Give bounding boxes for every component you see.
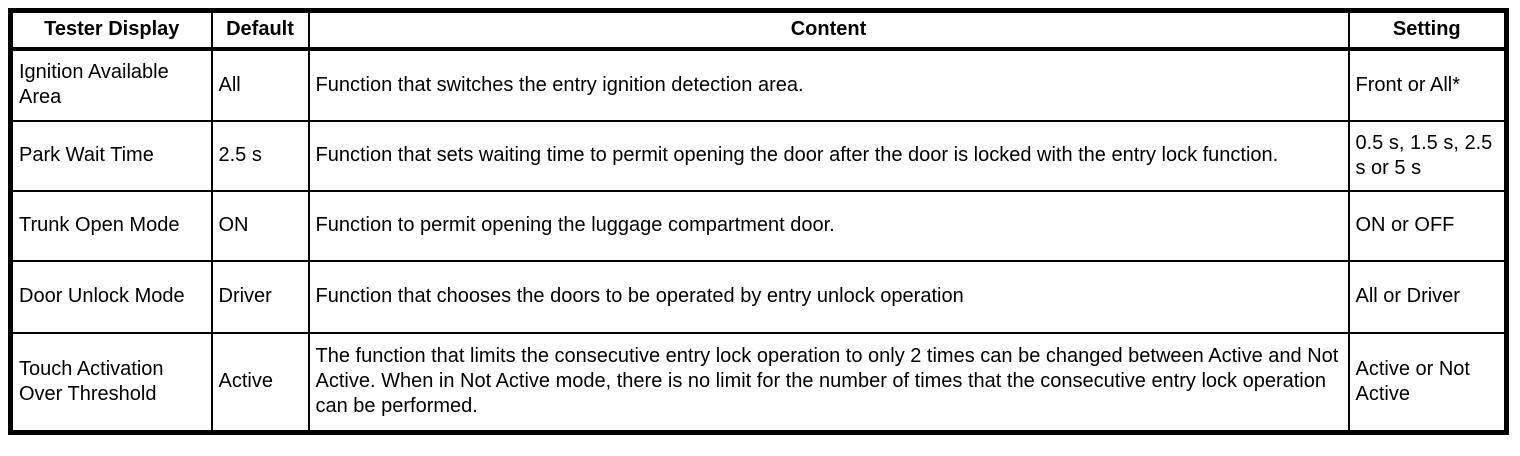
cell-setting: ON or OFF <box>1347 189 1508 262</box>
table-row-ignition-available-area: Ignition Available Area All Function tha… <box>9 47 1508 122</box>
cell-content: Function that sets waiting time to permi… <box>307 119 1350 192</box>
table-row-touch-activation-over-threshold: Touch Activation Over Threshold Active T… <box>9 331 1508 434</box>
customization-settings-table: Tester Display Default Content Setting I… <box>8 8 1509 435</box>
cell-content: The function that limits the consecutive… <box>307 331 1350 434</box>
table-row-door-unlock-mode: Door Unlock Mode Driver Function that ch… <box>9 259 1508 334</box>
cell-setting: Active or Not Active <box>1347 331 1508 434</box>
cell-default: All <box>210 47 310 122</box>
column-header-default: Default <box>210 9 310 51</box>
cell-setting: All or Driver <box>1347 259 1508 334</box>
column-header-setting: Setting <box>1347 9 1508 51</box>
column-header-content: Content <box>307 9 1350 51</box>
cell-default: ON <box>210 189 310 262</box>
cell-default: Driver <box>210 259 310 334</box>
cell-tester-display: Ignition Available Area <box>9 47 213 122</box>
cell-tester-display: Park Wait Time <box>9 119 213 192</box>
column-header-tester-display: Tester Display <box>9 9 213 51</box>
cell-tester-display: Door Unlock Mode <box>9 259 213 334</box>
table-header: Tester Display Default Content Setting <box>9 9 1508 51</box>
cell-content: Function to permit opening the luggage c… <box>307 189 1350 262</box>
cell-content: Function that switches the entry ignitio… <box>307 47 1350 122</box>
cell-default: Active <box>210 331 310 434</box>
cell-tester-display: Touch Activation Over Threshold <box>9 331 213 434</box>
table-row-trunk-open-mode: Trunk Open Mode ON Function to permit op… <box>9 189 1508 262</box>
cell-default: 2.5 s <box>210 119 310 192</box>
cell-setting: 0.5 s, 1.5 s, 2.5 s or 5 s <box>1347 119 1508 192</box>
cell-tester-display: Trunk Open Mode <box>9 189 213 262</box>
table-body: Ignition Available Area All Function tha… <box>9 47 1508 434</box>
header-row: Tester Display Default Content Setting <box>9 9 1508 51</box>
cell-setting: Front or All* <box>1347 47 1508 122</box>
table-row-park-wait-time: Park Wait Time 2.5 s Function that sets … <box>9 119 1508 192</box>
cell-content: Function that chooses the doors to be op… <box>307 259 1350 334</box>
